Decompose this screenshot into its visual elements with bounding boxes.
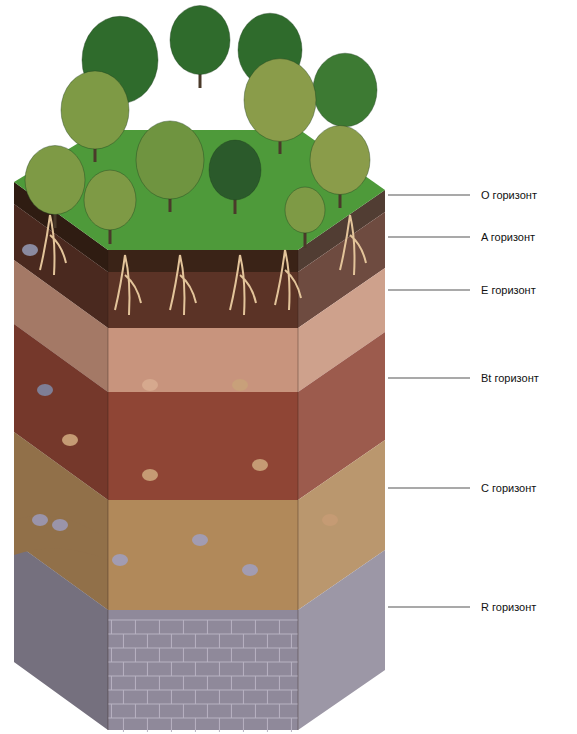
tree-crown [310, 126, 370, 195]
horizon-label: A горизонт [480, 230, 536, 244]
tree-root [230, 255, 256, 315]
rock [62, 434, 78, 446]
tree-crown [285, 187, 325, 233]
rock [32, 514, 48, 526]
tree-crown [209, 140, 261, 200]
tree-crown [313, 53, 377, 127]
rock [322, 514, 338, 526]
bedrock-bricks [108, 620, 298, 732]
horizon-label: C горизонт [480, 481, 537, 495]
rock [112, 554, 128, 566]
edge-line [298, 250, 299, 730]
tree-crown [61, 71, 129, 149]
leader-line [388, 487, 470, 488]
rock [142, 469, 158, 481]
tree-crown [84, 170, 136, 230]
tree-crown [25, 146, 85, 215]
rock [242, 564, 258, 576]
tree-root [40, 215, 66, 275]
horizon-label: E горизонт [480, 283, 537, 297]
tree-root [275, 250, 301, 310]
rock [22, 244, 38, 256]
tree-root [170, 255, 196, 315]
rock [192, 534, 208, 546]
rock [37, 384, 53, 396]
leader-line [388, 606, 470, 607]
tree-crown [170, 6, 230, 75]
tree-root [340, 215, 366, 275]
horizon-label: Bt горизонт [480, 371, 540, 385]
horizon-label: O горизонт [480, 188, 538, 202]
tree-crown [244, 59, 316, 142]
leader-line [388, 289, 470, 290]
left-face-shade [14, 182, 108, 730]
leader-line [388, 377, 470, 378]
rock [52, 519, 68, 531]
right-face-light [298, 190, 385, 730]
rock [142, 379, 158, 391]
edge-line [108, 250, 109, 730]
horizon-label: R горизонт [480, 600, 537, 614]
leader-line [388, 194, 470, 195]
leader-line [388, 236, 470, 237]
tree-crown [136, 121, 204, 199]
tree-root [115, 255, 141, 315]
rock [252, 459, 268, 471]
rock [232, 379, 248, 391]
